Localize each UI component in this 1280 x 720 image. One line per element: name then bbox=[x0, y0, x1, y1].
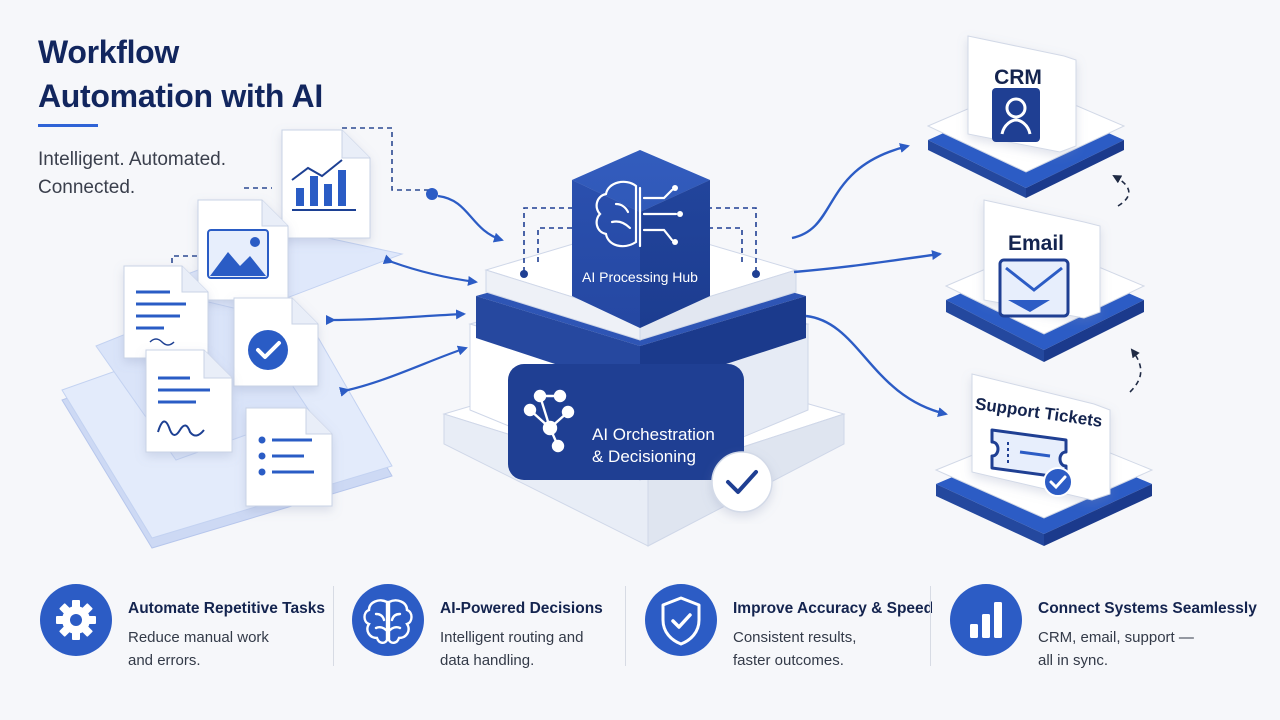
output-arrow bbox=[805, 314, 948, 418]
benefit-description: CRM, email, support — all in sync. bbox=[1038, 626, 1238, 672]
output-arrow bbox=[793, 250, 942, 274]
benefit-desc-line: Reduce manual work bbox=[128, 629, 269, 646]
decision-check-icon bbox=[711, 451, 773, 513]
orchestration-badge: AI Orchestration & Decisioning bbox=[508, 364, 744, 480]
check-badge-icon bbox=[233, 297, 319, 387]
gear-icon bbox=[40, 584, 112, 656]
output-arrow bbox=[791, 143, 910, 240]
brain-icon bbox=[352, 584, 424, 656]
benefit-connect: Connect Systems Seamlessly CRM, email, s… bbox=[950, 584, 1257, 669]
benefit-accuracy: Improve Accuracy & Speed Consistent resu… bbox=[645, 584, 945, 669]
tagline-line-2: Connected. bbox=[38, 177, 136, 198]
chart-document-icon bbox=[281, 129, 371, 239]
input-arrow bbox=[325, 309, 466, 326]
benefit-automate: Automate Repetitive Tasks Reduce manual … bbox=[40, 584, 340, 669]
benefit-description: Reduce manual work and errors. bbox=[128, 626, 328, 672]
benefit-desc-line: all in sync. bbox=[1038, 652, 1109, 669]
benefit-desc-line: CRM, email, support — bbox=[1038, 629, 1194, 646]
benefit-divider bbox=[333, 586, 334, 666]
dashed-connector bbox=[342, 127, 430, 191]
title-line-1: Workflow bbox=[38, 34, 180, 70]
benefit-title: Connect Systems Seamlessly bbox=[1038, 600, 1257, 617]
ticket-icon bbox=[990, 428, 1073, 497]
orchestration-label-line-2: & Decisioning bbox=[592, 447, 696, 466]
ai-processing-hub: AI Processing Hub AI Orchestration & Dec… bbox=[442, 150, 846, 547]
workflow-diagram: AI Processing Hub AI Orchestration & Dec… bbox=[61, 35, 1154, 549]
title-underline bbox=[38, 124, 98, 127]
input-arrow bbox=[382, 254, 478, 286]
benefit-divider bbox=[625, 586, 626, 666]
input-arrow bbox=[437, 194, 504, 243]
input-arrows bbox=[325, 188, 504, 397]
sync-dashed-arrow bbox=[1129, 348, 1142, 393]
benefits-row: Automate Repetitive Tasks Reduce manual … bbox=[0, 572, 1280, 672]
benefit-description: Consistent results, faster outcomes. bbox=[733, 626, 933, 672]
output-card-label: CRM bbox=[994, 66, 1042, 89]
bar-chart-icon bbox=[950, 584, 1022, 656]
benefit-desc-line: and errors. bbox=[128, 652, 201, 669]
benefit-desc-line: faster outcomes. bbox=[733, 652, 844, 669]
benefit-ai-decisions: AI-Powered Decisions Intelligent routing… bbox=[352, 584, 652, 669]
output-card-label: Email bbox=[1008, 232, 1064, 255]
page-title: Workflow Automation with AI bbox=[38, 30, 323, 118]
output-card-email: Email bbox=[944, 199, 1146, 362]
list-document-icon bbox=[245, 407, 333, 507]
envelope-icon bbox=[998, 258, 1070, 318]
orchestration-label-line-1: AI Orchestration bbox=[592, 425, 715, 444]
signed-document-icon bbox=[145, 349, 233, 453]
tagline: Intelligent. Automated. Connected. bbox=[38, 146, 226, 202]
hub-label: AI Processing Hub bbox=[582, 269, 698, 285]
benefit-desc-line: data handling. bbox=[440, 652, 535, 669]
output-card-support-tickets: Support Tickets bbox=[934, 373, 1154, 546]
person-icon bbox=[992, 88, 1040, 142]
benefit-description: Intelligent routing and data handling. bbox=[440, 626, 640, 672]
title-line-2: Automation with AI bbox=[38, 78, 323, 114]
sync-dashed-arrow bbox=[1112, 175, 1130, 207]
image-document-icon bbox=[197, 199, 289, 301]
brain-icon bbox=[595, 180, 683, 248]
benefit-desc-line: Intelligent routing and bbox=[440, 629, 584, 646]
input-documents-stack bbox=[61, 127, 430, 549]
output-card-crm: CRM bbox=[926, 35, 1126, 198]
output-arrows bbox=[791, 143, 1142, 418]
input-arrow bbox=[339, 345, 468, 397]
text-document-icon bbox=[123, 265, 209, 359]
benefit-title: Improve Accuracy & Speed bbox=[733, 600, 934, 617]
shield-check-icon bbox=[645, 584, 717, 656]
benefit-desc-line: Consistent results, bbox=[733, 629, 857, 646]
network-icon bbox=[523, 389, 575, 453]
benefit-title: AI-Powered Decisions bbox=[440, 600, 603, 617]
tagline-line-1: Intelligent. Automated. bbox=[38, 149, 227, 170]
benefit-divider bbox=[930, 586, 931, 666]
benefit-title: Automate Repetitive Tasks bbox=[128, 600, 325, 617]
